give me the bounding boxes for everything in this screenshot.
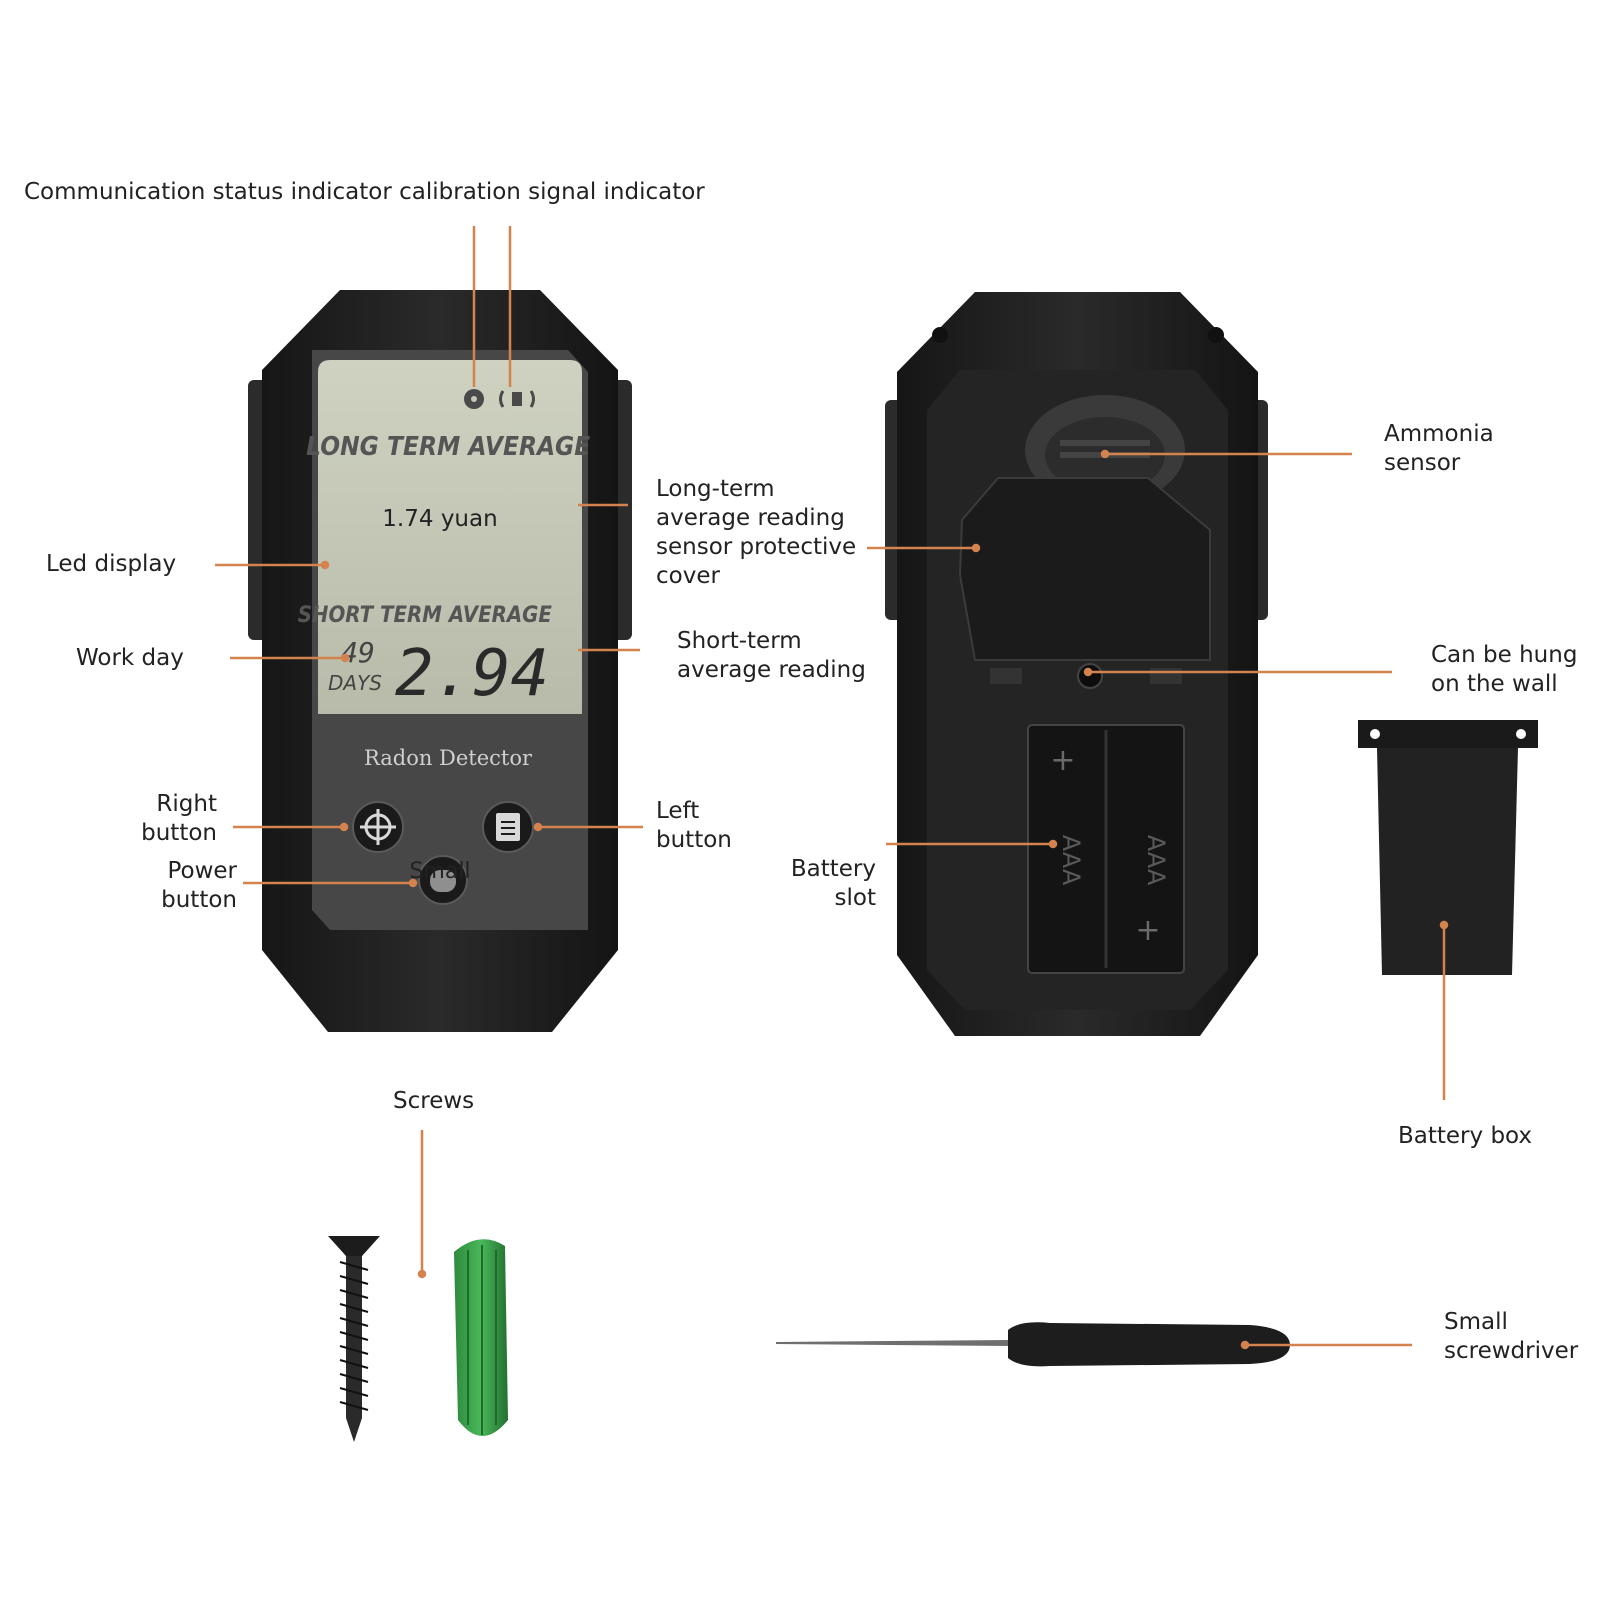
power-button-overlay-text: Small bbox=[409, 859, 470, 884]
lcd-short-term-title: SHORT TERM AVERAGE bbox=[298, 602, 552, 627]
lcd-screen bbox=[318, 360, 582, 714]
communication-status-icon bbox=[464, 389, 484, 409]
battery-box bbox=[1358, 720, 1538, 975]
battery-type-left: AAA bbox=[1057, 835, 1085, 886]
back-device: + AAA AAA + bbox=[885, 292, 1268, 1036]
label-battery-slot: Battery slot bbox=[790, 856, 876, 911]
power-button[interactable] bbox=[418, 855, 468, 905]
label-power-button: Power button bbox=[161, 858, 237, 913]
small-screwdriver bbox=[776, 1322, 1290, 1367]
label-ammonia-sensor: Ammonia sensor bbox=[1384, 421, 1494, 476]
battery-plus-right: + bbox=[1135, 913, 1160, 948]
front-device: LONG TERM AVERAGE 1.74 yuan SHORT TERM A… bbox=[248, 290, 632, 1032]
brand-label: Radon Detector bbox=[364, 746, 533, 770]
label-small-screwdriver: Small screwdriver bbox=[1444, 1309, 1579, 1364]
label-hung-on-wall: Can be hung on the wall bbox=[1431, 642, 1578, 697]
lcd-long-term-value: 1.74 yuan bbox=[382, 506, 497, 532]
screw bbox=[328, 1236, 380, 1442]
label-left-button: Left button bbox=[656, 798, 732, 853]
lcd-days-unit: DAYS bbox=[328, 671, 382, 695]
left-button[interactable] bbox=[482, 801, 534, 853]
lcd-long-term-title: LONG TERM AVERAGE bbox=[306, 431, 590, 461]
battery-slot: + AAA AAA + bbox=[1027, 724, 1185, 974]
label-short-term: Short-term average reading bbox=[677, 628, 866, 683]
label-battery-box: Battery box bbox=[1398, 1123, 1533, 1149]
label-screws: Screws bbox=[393, 1088, 475, 1114]
label-led-display: Led display bbox=[46, 551, 177, 577]
lcd-short-term-value: 2.94 bbox=[395, 637, 549, 711]
battery-type-right: AAA bbox=[1142, 835, 1170, 886]
label-work-day: Work day bbox=[76, 645, 184, 671]
calibration-signal-icon bbox=[499, 390, 535, 408]
leader-lines bbox=[215, 226, 1449, 1350]
sensor-protective-cover bbox=[958, 477, 1211, 661]
label-long-term-cover: Long-term average reading sensor protect… bbox=[656, 476, 857, 589]
label-indicators: Communication status indicator calibrati… bbox=[24, 179, 705, 205]
right-button[interactable] bbox=[352, 801, 404, 853]
lcd-days-number: 49 bbox=[341, 636, 375, 669]
label-right-button: Right button bbox=[141, 791, 217, 846]
wall-anchor bbox=[454, 1239, 508, 1436]
battery-plus-left: + bbox=[1050, 743, 1075, 778]
